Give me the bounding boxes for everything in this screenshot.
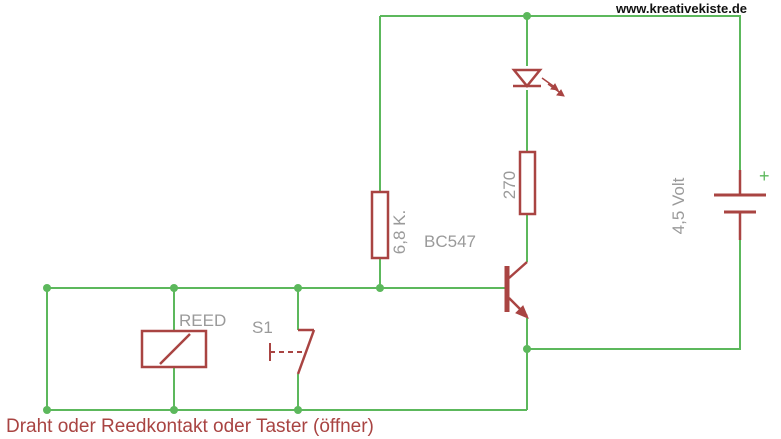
led-symbol xyxy=(511,68,565,97)
switch-symbol xyxy=(269,328,316,375)
battery-symbol xyxy=(714,170,766,240)
battery-voltage-label: 4,5 Volt xyxy=(669,177,688,234)
led-resistor xyxy=(518,150,537,216)
junction-dot xyxy=(294,284,302,292)
base-resistor-label: 6,8 K. xyxy=(390,210,409,254)
wire-top-rail xyxy=(380,15,741,170)
junction-dot xyxy=(170,284,178,292)
transistor-symbol xyxy=(504,261,529,319)
transistor-label: BC547 xyxy=(424,232,476,251)
site-label: www.kreativekiste.de xyxy=(615,1,747,16)
junction-dot xyxy=(376,284,384,292)
junction-dot xyxy=(43,284,51,292)
schematic-caption: Draht oder Reedkontakt oder Taster (öffn… xyxy=(6,416,374,437)
reed-symbol xyxy=(140,329,208,369)
base-resistor xyxy=(370,190,390,260)
junction-dot xyxy=(523,345,531,353)
led-triangle xyxy=(511,68,543,88)
battery-plus-label: + xyxy=(759,166,770,186)
switch-blade xyxy=(296,329,316,375)
transistor-collector xyxy=(508,261,528,279)
wire-battery-bottom xyxy=(527,240,741,350)
junction-dot xyxy=(43,406,51,414)
wires xyxy=(46,15,741,411)
reed-label: REED xyxy=(179,311,226,330)
junctions xyxy=(43,12,531,414)
switch-label: S1 xyxy=(252,318,273,337)
junction-dot xyxy=(523,12,531,20)
led-arrow-head xyxy=(556,89,565,97)
reed-contact xyxy=(159,333,191,365)
junction-dot xyxy=(294,406,302,414)
transistor-emitter-arrow xyxy=(515,305,529,319)
junction-dot xyxy=(170,406,178,414)
led-resistor-label: 270 xyxy=(500,171,519,199)
reed-body xyxy=(140,329,208,369)
